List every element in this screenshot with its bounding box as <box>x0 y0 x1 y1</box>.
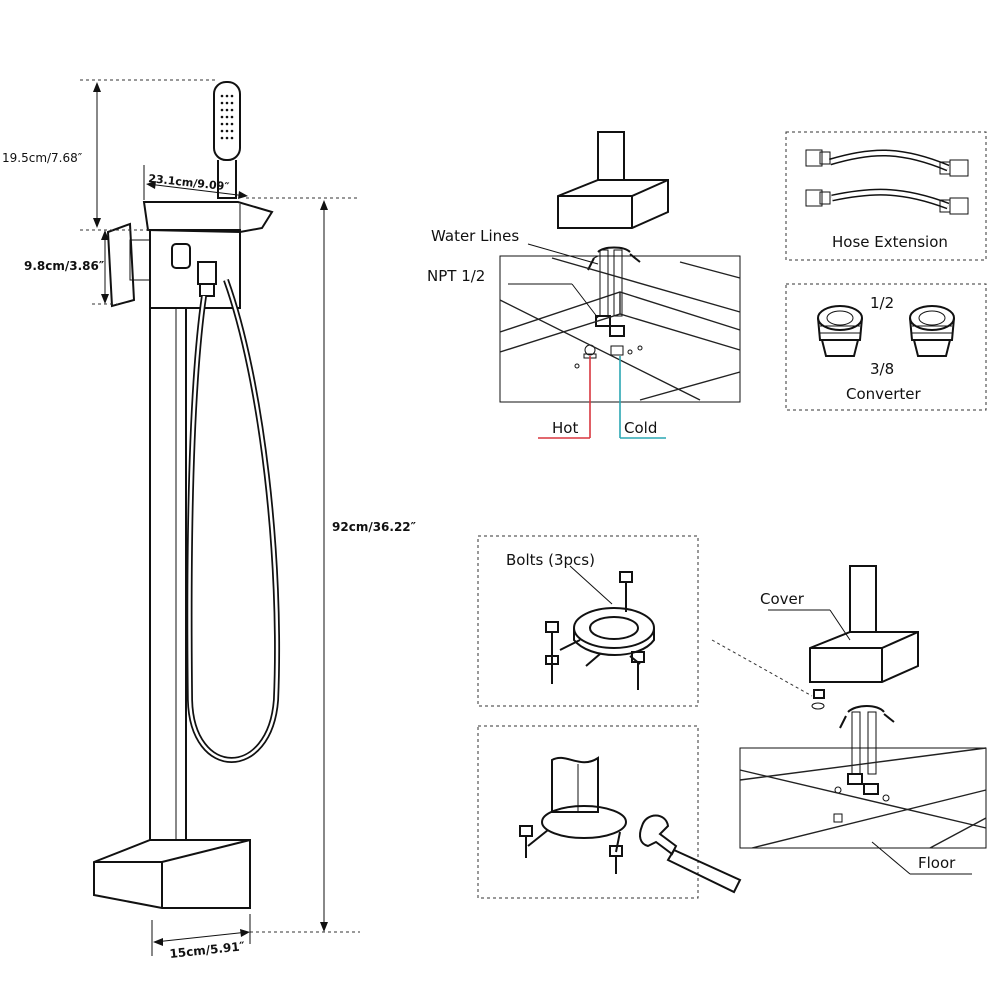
label-hose-extension: Hose Extension <box>832 233 948 251</box>
label-floor: Floor <box>918 854 956 872</box>
floor-base <box>93 839 251 909</box>
mixer-body <box>149 229 241 309</box>
faucet-drawing: 19.5cm/7.68″ 23.1cm/9.09″ 9.8cm/3.86″ 92… <box>2 79 417 961</box>
shower-hose <box>186 278 281 763</box>
label-npt: NPT 1/2 <box>427 267 485 285</box>
wrench-icon <box>639 814 742 894</box>
hose-extension-icon <box>805 149 969 215</box>
label-cover: Cover <box>760 590 805 608</box>
bolt-icon <box>545 571 645 690</box>
floor-tiles <box>499 257 741 401</box>
label-converter: Converter <box>846 385 922 403</box>
label-converter-top: 1/2 <box>870 294 894 312</box>
small-parts-icon <box>811 689 890 823</box>
lever-handle <box>106 222 136 308</box>
hose-extension-panel: Hose Extension <box>785 131 987 261</box>
floor-panel <box>739 747 987 849</box>
converter-icon <box>817 305 955 357</box>
label-converter-bottom: 3/8 <box>870 360 894 378</box>
water-connection-diagram: Water Lines NPT 1/2 Hot Cold <box>427 131 741 439</box>
bolts-panel: Bolts (3pcs) <box>477 535 699 707</box>
dimension-lines <box>80 79 360 956</box>
label-hot: Hot <box>552 419 578 437</box>
converter-panel: 1/2 3/8 Converter <box>785 283 987 411</box>
label-bolts: Bolts (3pcs) <box>506 551 595 569</box>
dim-spray-height: 19.5cm/7.68″ <box>2 151 83 165</box>
label-water-lines: Water Lines <box>431 227 519 245</box>
hand-shower-head <box>213 81 241 161</box>
floor-panel-tiles <box>739 747 987 849</box>
dim-handle-height: 9.8cm/3.86″ <box>24 259 105 273</box>
floor-install-diagram: Cover Floor <box>711 565 987 875</box>
dim-total-height: 92cm/36.22″ <box>332 520 417 534</box>
diverter-knob <box>171 243 191 269</box>
riser-column <box>149 307 187 867</box>
spout <box>142 201 274 234</box>
hand-shower-nozzles <box>220 94 234 140</box>
wrench-panel <box>477 725 742 899</box>
label-cold: Cold <box>624 419 657 437</box>
dim-base-width: 15cm/5.91″ <box>169 939 246 961</box>
